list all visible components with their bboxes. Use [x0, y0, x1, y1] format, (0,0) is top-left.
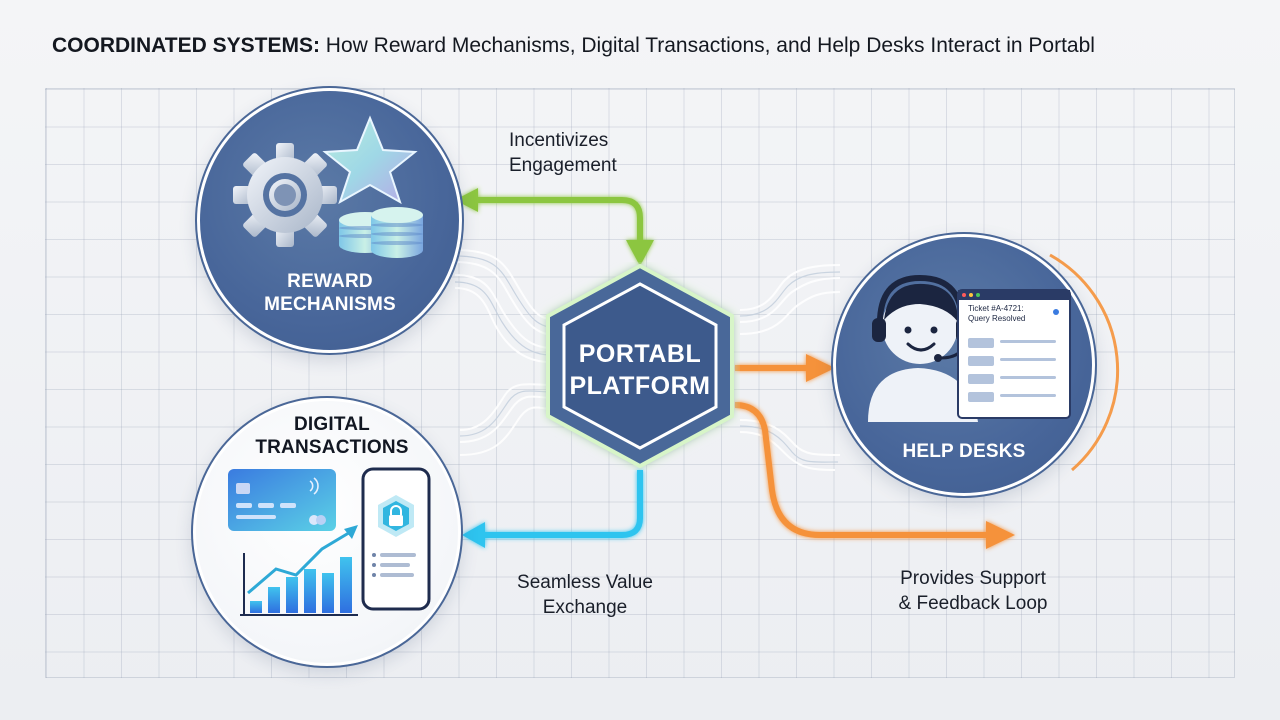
digital-transactions-label: DIGITAL TRANSACTIONS: [255, 414, 409, 458]
headset-agent-icon: [868, 274, 978, 422]
seamless-value-exchange-label: Seamless Value Exchange: [517, 572, 653, 618]
credit-card-icon: [228, 469, 336, 531]
coins-icon: [339, 207, 423, 258]
green-arrow: [455, 188, 654, 266]
support-feedback-loop-label: Provides Support & Feedback Loop: [898, 568, 1048, 614]
ticket-window-icon: [957, 289, 1071, 419]
orange-arrow-feedback: [734, 402, 1015, 549]
portabl-platform-node: [546, 263, 734, 469]
helpdesk-illustration: [868, 274, 1071, 422]
gear-icon: [233, 143, 337, 247]
diagram-title: COORDINATED SYSTEMS: How Reward Mechanis…: [52, 34, 1095, 57]
reward-illustration: [233, 115, 423, 258]
reward-mechanisms-label: REWARD MECHANISMS: [264, 271, 396, 315]
circuit-traces: [454, 249, 841, 471]
digital-illustration: [228, 467, 431, 616]
orange-arrow-to-helpdesk: [735, 354, 835, 382]
incentivizes-engagement-label: Incentivizes Engagement: [509, 130, 617, 176]
help-desks-label: HELP DESKS: [902, 441, 1026, 462]
blue-arrow: [462, 470, 643, 548]
portabl-platform-label: PORTABL PLATFORM: [569, 340, 711, 400]
bar-chart-icon: [240, 525, 358, 616]
star-icon: [322, 115, 418, 205]
ticket-status-text: Ticket #A-4721: Query Resolved: [968, 304, 1026, 323]
phone-lock-icon: [361, 467, 431, 611]
